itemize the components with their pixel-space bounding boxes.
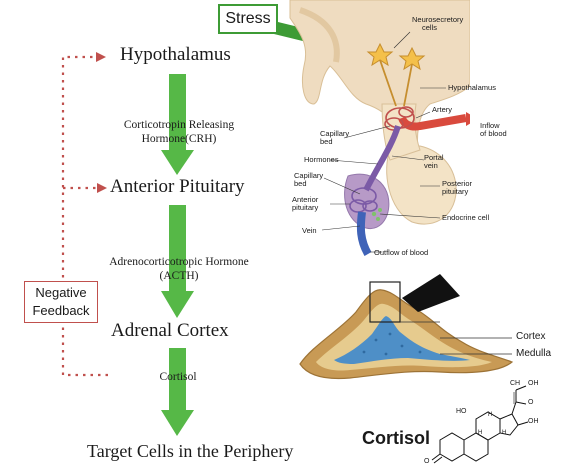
atom-oh-top: OH	[528, 380, 539, 387]
callout-capillary-bed-lower-1: Capillary	[294, 171, 324, 180]
callout-artery: Artery	[432, 105, 453, 114]
adrenal-illustration	[299, 274, 514, 380]
neurosecretory-cells	[366, 42, 426, 107]
callout-hormones: Hormones	[304, 155, 339, 164]
callout-posterior-1: Posterior	[442, 179, 473, 188]
feedback-arrowhead-pituitary	[97, 183, 107, 193]
stage-target-cells: Target Cells in the Periphery	[87, 441, 294, 461]
crh-line-2: Hormone(CRH)	[141, 133, 217, 146]
callout-inflow-1: Inflow	[480, 121, 500, 130]
cortisol-molecule	[431, 385, 529, 464]
callout-portal-vein: Portal vein	[424, 153, 444, 171]
pituitary-illustration	[289, 0, 470, 256]
acth-line-2: (ACTH)	[159, 270, 199, 283]
callout-posterior-2: pituitary	[442, 187, 469, 197]
feedback-line-1: Negative	[35, 285, 87, 300]
atom-h-left: H	[478, 430, 483, 436]
callout-capillary-bed-lower-2: bed	[294, 179, 307, 189]
atom-o-ring: O	[424, 458, 430, 465]
callout-hypothalamus: Hypothalamus	[448, 83, 496, 92]
portal-vein	[363, 125, 401, 192]
hormone-cortisol-label: Cortisol	[159, 371, 197, 383]
green-arrow-1	[161, 74, 194, 175]
callout-anterior-1: Anterior	[292, 195, 319, 204]
stage-hypothalamus: Hypothalamus	[120, 44, 231, 65]
callout-neurosecretory: Neurosecretory cells	[412, 15, 464, 33]
label-cortex: Cortex	[516, 331, 546, 342]
label-medulla: Medulla	[516, 348, 552, 359]
atom-oh-side: OH	[528, 418, 539, 425]
adrenal-medulla	[334, 316, 470, 364]
callout-capillary-bed-lower: Capillary bed	[294, 171, 324, 189]
cortisol-title: Cortisol	[362, 428, 431, 448]
callout-capillary-bed-upper: Capillary bed	[320, 129, 350, 147]
callout-anterior-2: pituitary	[292, 203, 319, 213]
callout-posterior-pituitary: Posterior pituitary	[442, 179, 473, 197]
callout-outflow: Outflow of blood	[374, 248, 429, 257]
crh-line-1: Corticotropin Releasing	[123, 119, 235, 131]
acth-line-1: Adrenocorticotropic Hormone	[109, 256, 249, 268]
feedback-line-2: Feedback	[32, 303, 90, 318]
stage-anterior-pituitary: Anterior Pituitary	[110, 176, 245, 197]
atom-ho: HO	[456, 408, 467, 415]
callout-portal-vein-1: Portal	[424, 153, 444, 162]
vein	[356, 211, 372, 256]
callout-neurosecretory-2: cells	[422, 23, 438, 33]
negative-feedback-loop	[61, 55, 108, 377]
callout-vein: Vein	[302, 226, 317, 235]
callout-inflow-2: of blood	[480, 129, 507, 139]
pointer-arrow	[402, 274, 460, 312]
stress-box: Stress	[218, 4, 278, 34]
endocrine-cells	[371, 208, 382, 221]
callout-anterior-pituitary: Anterior pituitary	[292, 195, 319, 213]
callout-capillary-bed-upper-1: Capillary	[320, 129, 350, 138]
atom-h-right: H	[502, 430, 507, 436]
hormone-crh-label: Corticotropin Releasing Hormone(CRH)	[104, 118, 254, 147]
callout-inflow: Inflow of blood	[480, 121, 507, 139]
green-arrow-2	[161, 205, 194, 318]
zoom-box	[369, 281, 401, 323]
atom-o-carbonyl: O	[528, 399, 534, 406]
hormone-acth-label: Adrenocorticotropic Hormone (ACTH)	[86, 255, 272, 284]
negative-feedback-box: Negative Feedback	[24, 281, 98, 323]
green-arrow-3	[161, 348, 194, 436]
stage-adrenal-cortex: Adrenal Cortex	[111, 320, 229, 341]
atom-ch: CH	[510, 380, 521, 387]
callout-endocrine-cell: Endocrine cell	[442, 213, 490, 222]
atom-h-mid: H	[488, 412, 493, 418]
callout-capillary-bed-upper-2: bed	[320, 137, 333, 147]
feedback-arrowhead-hypothalamus	[96, 52, 106, 62]
callout-neurosecretory-1: Neurosecretory	[412, 15, 464, 24]
callout-portal-vein-2: vein	[424, 161, 438, 171]
